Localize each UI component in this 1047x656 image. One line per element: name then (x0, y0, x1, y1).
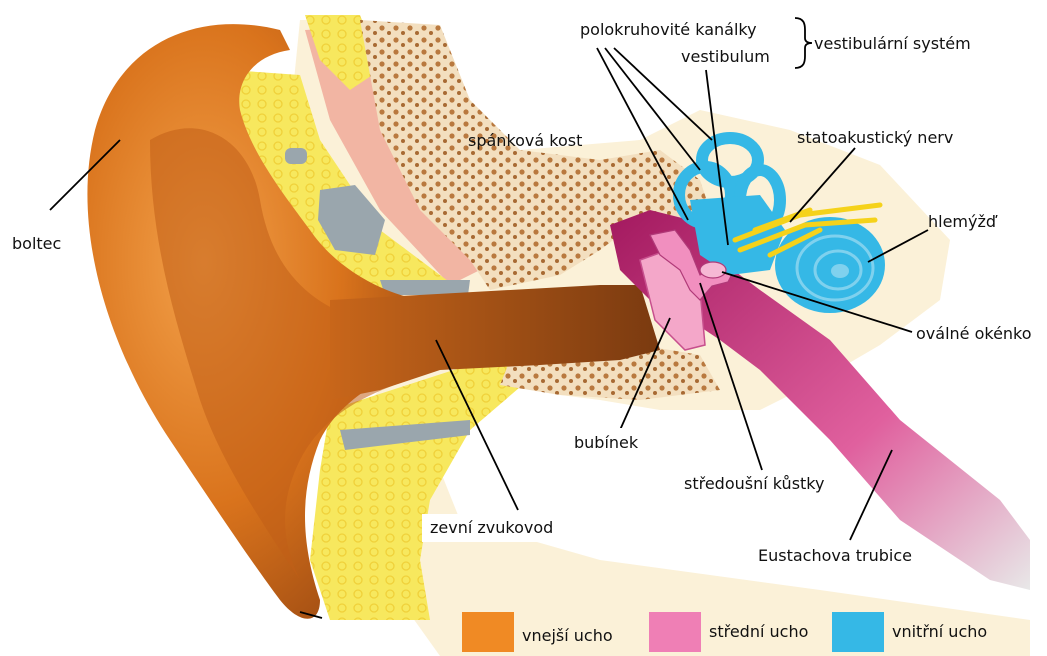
legend-label-middle-ear: střední ucho (709, 622, 808, 641)
label-eustachian: Eustachova trubice (758, 546, 912, 566)
label-vestibule: vestibulum (681, 47, 770, 67)
label-semicircular-canals: polokruhovité kanálky (580, 20, 757, 40)
legend-swatch-outer-ear (462, 612, 514, 652)
legend-label-outer-ear: vnejší ucho (522, 626, 613, 645)
legend-swatch-middle-ear (649, 612, 701, 652)
label-vestibular-system: vestibulární systém (814, 34, 971, 54)
cartilage-2 (285, 148, 307, 164)
label-temporal-bone: spánková kost (468, 131, 582, 151)
label-eardrum: bubínek (510, 428, 645, 458)
label-pinna: boltec (12, 234, 61, 254)
legend-swatch-inner-ear (832, 612, 884, 652)
legend-label-inner-ear: vnitřní ucho (892, 622, 987, 641)
label-ossicles: středoušní kůstky (684, 474, 824, 494)
label-oval-window: oválné okénko (916, 324, 1032, 344)
vestibular-brace (795, 18, 812, 68)
label-ear-canal: zevní zvukovod (422, 514, 660, 542)
oval-window-shape (700, 262, 726, 278)
label-cochlea: hlemýžď (928, 212, 996, 232)
label-nerve: statoakustický nerv (797, 128, 953, 148)
